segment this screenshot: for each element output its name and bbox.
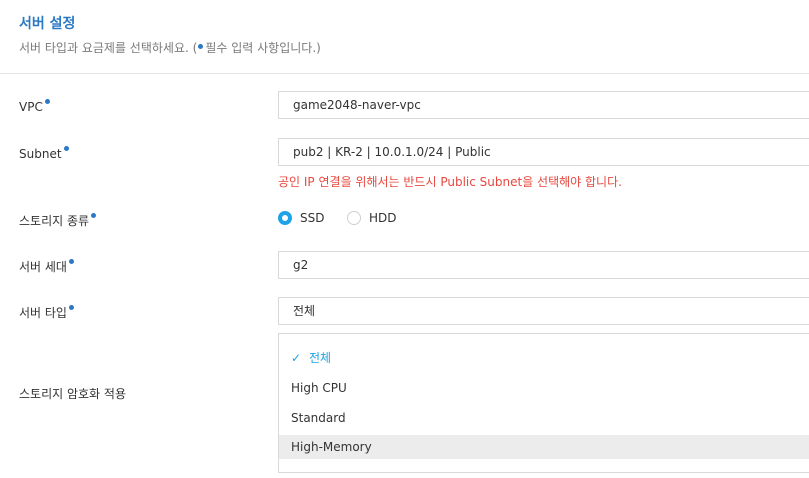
radio-hdd-label: HDD [369,211,397,225]
server-gen-select[interactable]: g2 [278,251,809,279]
radio-hdd[interactable]: HDD [347,211,397,225]
section-divider [0,73,809,74]
section-title: 서버 설정 [19,16,76,32]
storage-encryption-label: 스토리지 암호화 적용 [19,387,126,401]
subnet-label: Subnet [19,146,69,161]
storage-type-label: 스토리지 종류 [19,212,97,229]
dropdown-option-all[interactable]: ✓전체 [279,346,809,370]
dropdown-option-standard[interactable]: Standard [291,411,346,425]
subtitle-prefix: 서버 타입과 요금제를 선택하세요. ( [19,41,198,55]
subnet-select[interactable]: pub2 | KR-2 | 10.0.1.0/24 | Public [278,138,809,166]
radio-unchecked-icon[interactable] [347,211,361,225]
server-type-label: 서버 타입 [19,304,74,321]
subtitle-suffix: 필수 입력 사항입니다.) [205,41,321,55]
section-subtitle: 서버 타입과 요금제를 선택하세요. ( 필수 입력 사항입니다.) [19,39,321,56]
subnet-warning: 공인 IP 연결을 위해서는 반드시 Public Subnet을 선택해야 합… [278,175,622,189]
radio-checked-icon[interactable] [278,211,292,225]
required-dot-icon [198,44,204,49]
radio-ssd[interactable]: SSD [278,211,324,225]
vpc-select[interactable]: game2048-naver-vpc [278,91,809,119]
required-dot-icon [68,259,74,264]
required-dot-icon [63,146,69,151]
vpc-label: VPC [19,99,50,114]
radio-ssd-label: SSD [300,211,325,225]
required-dot-icon [91,213,97,218]
server-type-select[interactable]: 전체 [278,297,809,325]
required-dot-icon [44,99,50,104]
check-icon: ✓ [291,351,302,365]
server-type-dropdown: ✓전체 High CPU Standard High-Memory [278,333,809,473]
required-dot-icon [68,305,74,310]
dropdown-option-high-memory[interactable]: High-Memory [279,435,809,459]
dropdown-option-high-cpu[interactable]: High CPU [291,381,347,395]
server-gen-label: 서버 세대 [19,258,74,275]
